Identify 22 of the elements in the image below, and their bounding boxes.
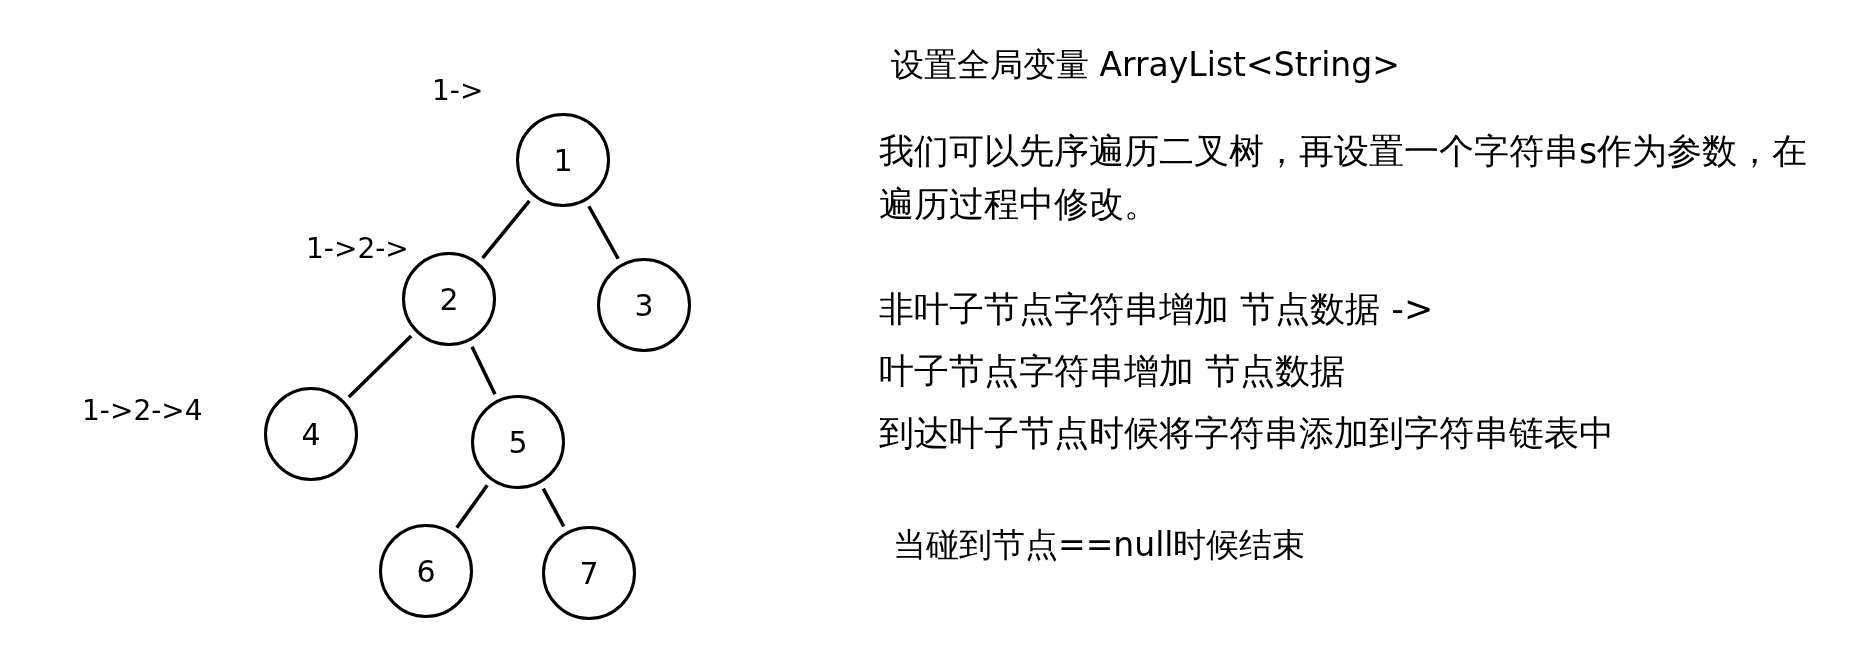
connector-line <box>470 345 497 396</box>
connector-line <box>587 205 620 260</box>
path-label: 1->2->4 <box>82 393 203 429</box>
connector-line <box>481 199 531 260</box>
node-number: 7 <box>579 555 599 591</box>
node-number: 6 <box>416 553 436 589</box>
connector-line <box>541 487 566 528</box>
note-text: 到达叶子节点时候将字符串添加到字符串链表中 <box>879 412 1614 455</box>
node-number: 3 <box>634 287 654 323</box>
note-text: 非叶子节点字符串增加 节点数据 -> <box>879 288 1434 331</box>
node-number: 5 <box>508 424 528 460</box>
path-label: 1-> <box>432 73 484 109</box>
note-text: 设置全局变量 ArrayList<String> <box>891 44 1400 86</box>
node-number: 4 <box>301 416 321 452</box>
connector-line <box>455 484 489 529</box>
connector-line <box>347 334 413 399</box>
note-text: 我们可以先序遍历二叉树，再设置一个字符串s作为参数，在遍历过程中修改。 <box>879 130 1809 226</box>
note-text: 叶子节点字符串增加 节点数据 <box>879 350 1346 393</box>
node-number: 1 <box>553 142 573 178</box>
node-number: 2 <box>439 281 459 317</box>
path-label: 1->2-> <box>306 231 409 267</box>
note-text: 当碰到节点==null时候结束 <box>893 524 1306 566</box>
